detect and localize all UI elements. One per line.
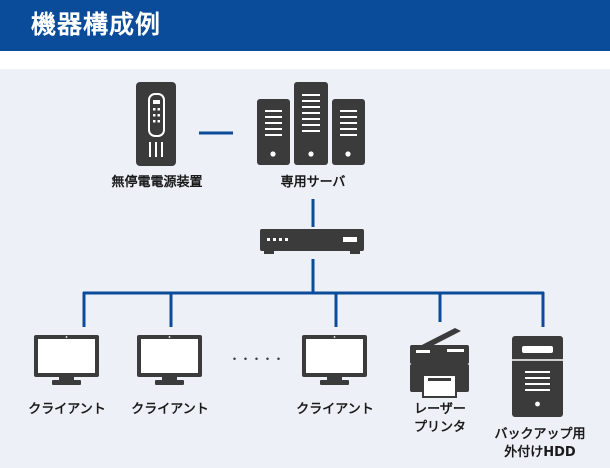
network-switch-icon [260, 229, 364, 254]
ups-icon [136, 82, 176, 166]
connection-lines [82, 131, 545, 327]
monitor-icon [34, 335, 99, 385]
ups-label: 無停電電源装置 [111, 175, 203, 190]
external-hdd-icon [512, 336, 563, 417]
client-label: クライアント [28, 402, 106, 417]
laser-printer-icon [410, 328, 469, 398]
header-bar: 機器構成例 [0, 0, 610, 51]
monitor-icon [302, 335, 367, 385]
server-rack-icon [257, 82, 365, 165]
client-ellipsis: ・・・・・ [228, 352, 284, 366]
client-label: クライアント [296, 402, 374, 417]
monitor-icon [137, 335, 202, 385]
page-title: 機器構成例 [31, 10, 162, 39]
server-label: 専用サーバ [280, 175, 346, 190]
backup-label-line1: バックアップ用 [494, 427, 586, 442]
backup-label-line2: 外付けHDD [504, 445, 576, 460]
client-label: クライアント [131, 402, 209, 417]
printer-label-line1: レーザー [414, 402, 466, 417]
printer-label-line2: プリンタ [413, 420, 466, 435]
